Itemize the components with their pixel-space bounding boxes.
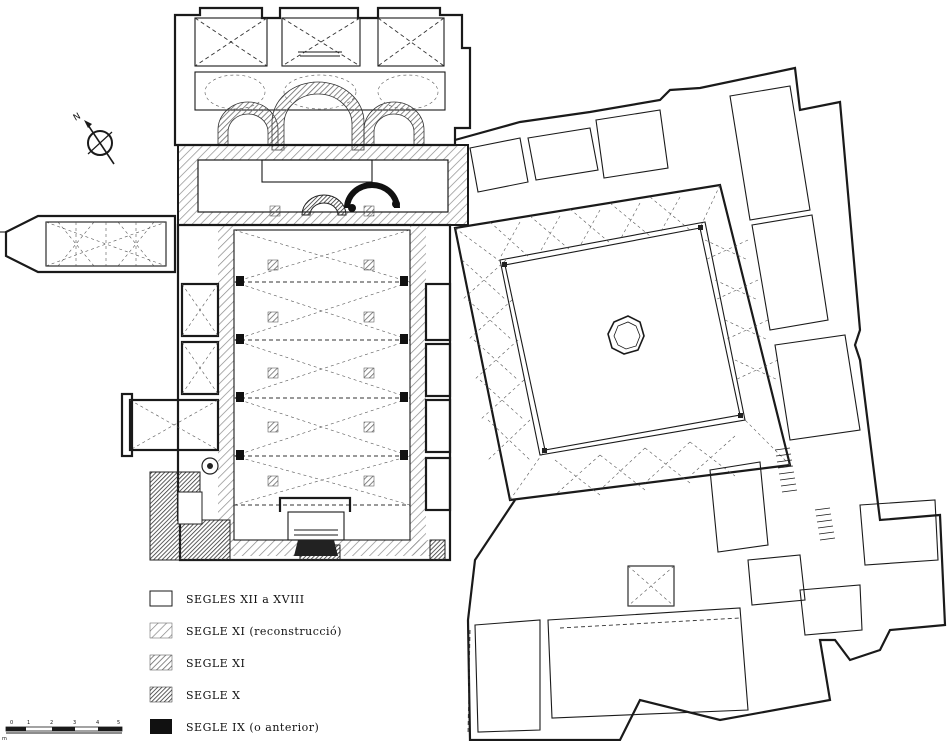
legend: SEGLES XII a XVIII SEGLE XI (reconstrucc… <box>149 590 342 734</box>
legend-item-4: SEGLE X <box>149 686 241 703</box>
scale-tick-5: 5 <box>117 720 120 726</box>
legend-item-3: SEGLE XI <box>149 654 245 671</box>
legend-label-1: SEGLES XII a XVIII <box>186 593 305 606</box>
north-label: N <box>72 112 83 124</box>
legend-swatch-medium-hatch <box>149 654 173 671</box>
legend-item-5: SEGLE IX (o anterior) <box>150 719 319 734</box>
cloister <box>453 183 792 502</box>
scale-tick-4: 4 <box>96 720 99 726</box>
legend-item-2: SEGLE XI (reconstrucció) <box>149 622 342 639</box>
scale-tick-2: 2 <box>50 720 53 726</box>
legend-swatch-empty <box>149 590 173 607</box>
fountain-icon <box>607 315 645 355</box>
north-arrow: N <box>72 112 115 165</box>
scale-bar: 0 1 2 3 4 5 m <box>2 720 123 741</box>
romanesque-apses <box>217 81 425 151</box>
legend-label-5: SEGLE IX (o anterior) <box>186 721 319 734</box>
scale-tick-0: 0 <box>10 720 13 726</box>
legend-swatch-light-hatch <box>149 622 173 639</box>
legend-label-3: SEGLE XI <box>186 657 245 670</box>
legend-label-2: SEGLE XI (reconstrucció) <box>186 625 342 638</box>
transept <box>177 144 469 226</box>
north-chapel-arm <box>0 214 177 274</box>
legend-label-4: SEGLE X <box>186 689 241 702</box>
legend-item-1: SEGLES XII a XVIII <box>149 590 305 607</box>
north-arrow-icon <box>87 130 113 156</box>
conventual-buildings <box>454 66 947 741</box>
scale-tick-1: 1 <box>27 720 30 726</box>
scale-tick-3: 3 <box>73 720 76 726</box>
church-apse-block <box>173 6 472 147</box>
legend-swatch-solid <box>150 719 172 734</box>
west-entrance <box>149 457 446 561</box>
scale-unit: m <box>2 736 7 741</box>
legend-swatch-dense-hatch <box>149 686 173 703</box>
